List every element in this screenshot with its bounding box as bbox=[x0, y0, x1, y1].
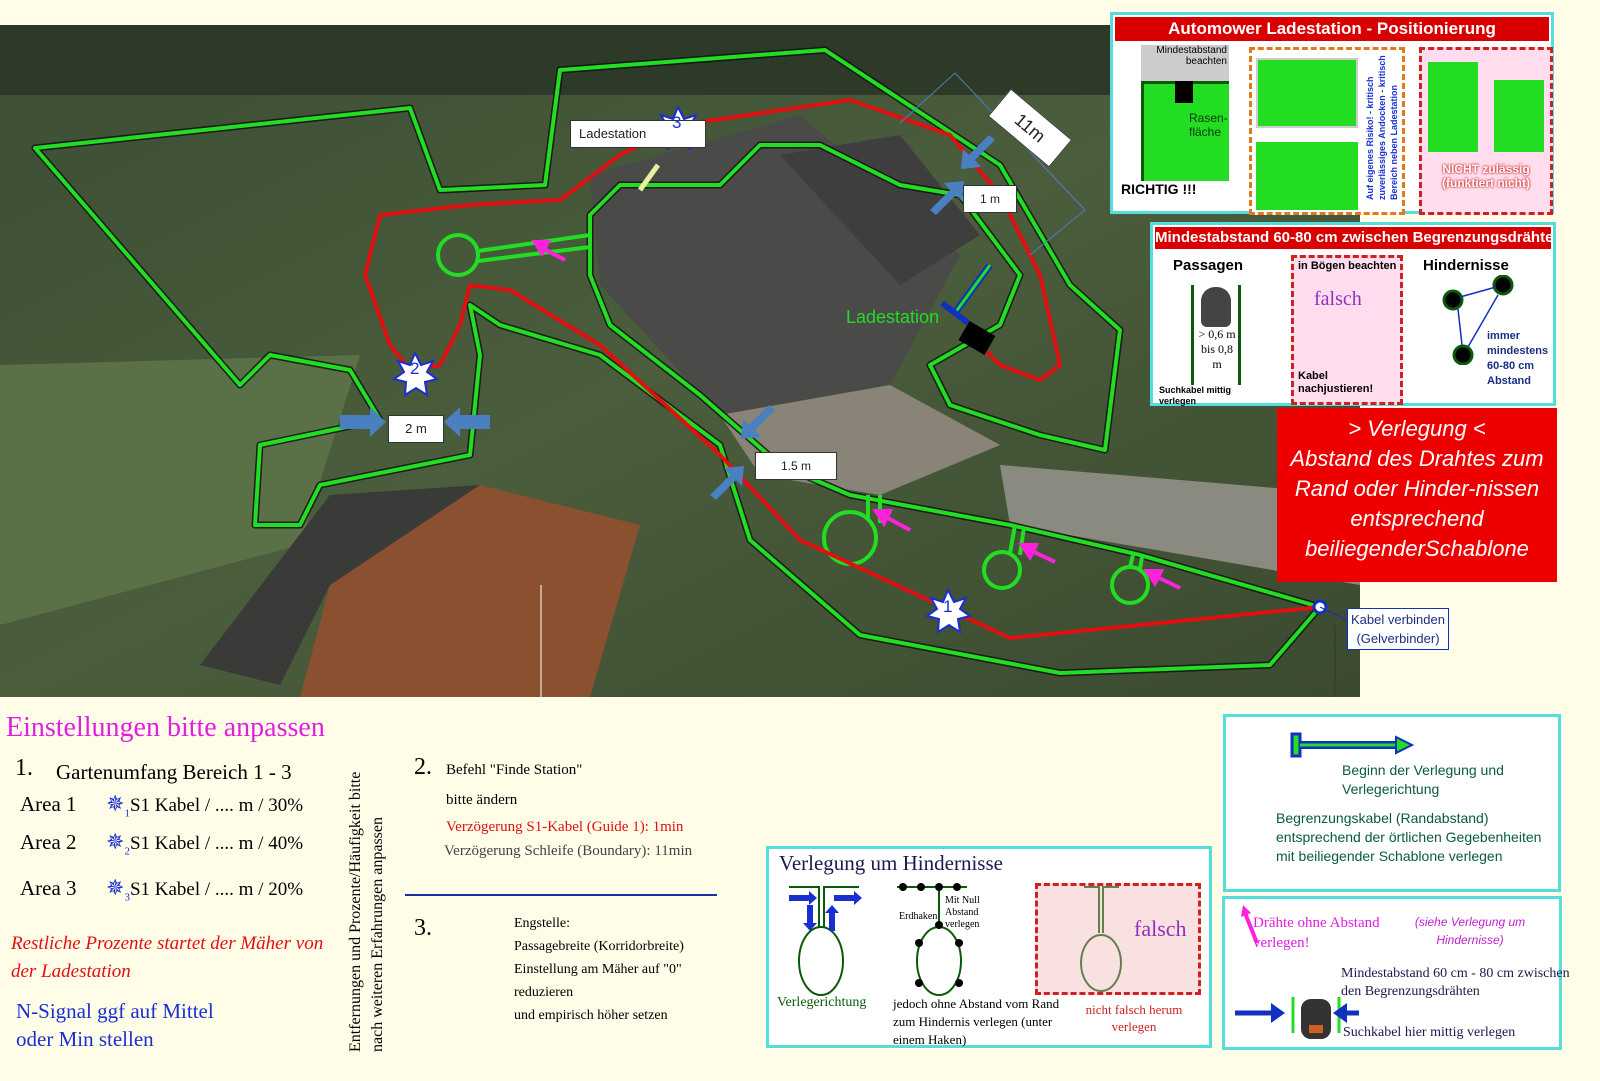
road bbox=[1000, 465, 1360, 585]
falsch-label: falsch bbox=[1134, 916, 1187, 941]
kabel-nachjustieren-label: Kabel nachjustieren! bbox=[1298, 370, 1374, 395]
nicht-zulaessig-label: NICHT zulässig (funktiert nicht) bbox=[1442, 162, 1530, 190]
jedoch-label: jedoch ohne Abstand vom Rand zum Hindern… bbox=[893, 996, 1060, 1047]
n-signal-note: N-Signal ggf auf Mittel oder Min stellen bbox=[16, 999, 214, 1051]
step2-title: Befehl "Finde Station" bbox=[446, 762, 583, 778]
distance-2m-label: 2 m bbox=[388, 415, 444, 443]
obstacle-laying-panel: Verlegung um Hindernisse Erdhaken Mit Nu… bbox=[766, 846, 1212, 1048]
begrenzung-label: Begrenzungskabel (Randabstand) entsprech… bbox=[1276, 810, 1542, 864]
draehte-label: Drähte ohne Abstand verlegen! bbox=[1253, 915, 1380, 951]
guide-wire bbox=[363, 98, 1321, 640]
divider bbox=[405, 894, 717, 896]
wrong-example: falsch bbox=[1035, 883, 1201, 995]
station-icon bbox=[1175, 81, 1193, 103]
obstacles-icon bbox=[1442, 275, 1514, 365]
kabel-verbinden-label: Kabel verbinden (Gelverbinder) bbox=[1347, 608, 1449, 650]
verlegerichtung-label: Verlegerichtung bbox=[777, 995, 867, 1010]
area-star-2-icon bbox=[391, 350, 440, 398]
verlegung-heading: > Verlegung < bbox=[1348, 416, 1486, 441]
star-icon: ✵3 bbox=[106, 874, 130, 904]
falsch-label: falsch bbox=[1314, 288, 1362, 310]
obstacle-diagrams bbox=[789, 883, 1122, 996]
mower-icon bbox=[1201, 287, 1231, 327]
ladestation-map-label: Ladestation bbox=[846, 307, 940, 327]
risk-text: Auf eigenes Risiko! - kritisch zuverläss… bbox=[1365, 55, 1399, 200]
magenta-arrows bbox=[531, 240, 1181, 590]
settings-title: Einstellungen bitte anpassen bbox=[6, 712, 325, 743]
step2-sub: bitte ändern bbox=[446, 792, 518, 808]
barn-roof bbox=[300, 485, 640, 697]
boundary-delay: Verzögerung Schleife (Boundary): 11min bbox=[444, 843, 693, 859]
area-star-1-icon bbox=[924, 587, 973, 635]
passage-distance: > 0,6 m bis 0,8 m bbox=[1198, 327, 1236, 371]
boegen-label: in Bögen beachten bbox=[1298, 260, 1397, 272]
suchkabel-label: Suchkabel mittig verlegen bbox=[1159, 385, 1232, 406]
rest-percent-note: Restliche Prozente startet der Mäher von… bbox=[11, 933, 324, 982]
start-direction-arrow-icon bbox=[940, 262, 993, 326]
obstacle-title: Verlegung um Hindernisse bbox=[779, 851, 1003, 875]
hindernisse-label: Hindernisse bbox=[1423, 257, 1509, 274]
area-row: Area 3✵3S1 Kabel / .... m / 20% bbox=[20, 874, 304, 904]
positioning-title: Automower Ladestation - Positionierung bbox=[1115, 17, 1549, 41]
step3-text: Engstelle:Passagebreite (Korridorbreite)… bbox=[514, 916, 684, 1023]
suchkabel-mittig-label: Suchkabel hier mittig verlegen bbox=[1343, 1025, 1516, 1040]
distance-1m-label: 1 m bbox=[963, 185, 1017, 213]
magenta-arrow-icon bbox=[1241, 905, 1259, 944]
yellow-marker bbox=[637, 163, 661, 192]
positioning-panel: Automower Ladestation - Positionierung M… bbox=[1110, 12, 1554, 215]
area-row: Area 2✵2S1 Kabel / .... m / 40% bbox=[20, 828, 304, 858]
start-arrow-icon bbox=[1290, 732, 1415, 758]
step1-title: Gartenumfang Bereich 1 - 3 bbox=[56, 760, 292, 784]
legend-wire-panel: Drähte ohne Abstand verlegen! (siehe Ver… bbox=[1222, 896, 1570, 1050]
charging-station-icon bbox=[958, 320, 996, 356]
ladestation-label: Ladestation bbox=[570, 120, 706, 148]
distance-1-5m-label: 1.5 m bbox=[755, 452, 837, 480]
min-distance-label: Mindestabstand beachten bbox=[1156, 45, 1227, 67]
beginn-label: Beginn der Verlegung und Verlegerichtung bbox=[1342, 762, 1504, 797]
mindest-label: Mindestabstand 60 cm - 80 cm zwischen de… bbox=[1341, 966, 1570, 999]
step3-number: 3. bbox=[414, 915, 432, 941]
min-distance-panel: Mindestabstand 60-80 cm zwischen Begrenz… bbox=[1150, 222, 1556, 406]
mower-passage-icon bbox=[1235, 997, 1359, 1039]
star-icon: ✵1 bbox=[106, 790, 130, 820]
field-left bbox=[0, 355, 360, 625]
distance-arrows bbox=[340, 135, 995, 500]
area-row: Area 1✵1S1 Kabel / .... m / 30% bbox=[20, 790, 304, 820]
mit-null-label: Mit Null Abstand verlegen bbox=[945, 895, 980, 930]
nicht-falsch-label: nicht falsch herum verlegen bbox=[1085, 1002, 1183, 1034]
star-3-number: 3 bbox=[672, 113, 682, 132]
area-list: Area 1✵1S1 Kabel / .... m / 30% Area 2✵2… bbox=[20, 792, 340, 916]
richtig-label: RICHTIG !!! bbox=[1121, 181, 1197, 197]
siehe-label: (siehe Verlegung um Hindernisse) bbox=[1414, 915, 1526, 947]
verlegung-note: > Verlegung < Abstand des Drahtes zum Ra… bbox=[1277, 408, 1557, 582]
vertical-note: Entfernungen und Prozente/Häufigkeit bit… bbox=[347, 771, 386, 1052]
legend-start-panel: Beginn der Verlegung und Verlegerichtung… bbox=[1223, 714, 1561, 892]
step2-number: 2. bbox=[414, 754, 432, 780]
passagen-label: Passagen bbox=[1173, 257, 1244, 274]
star-1-number: 1 bbox=[943, 597, 953, 616]
guide-delay: Verzögerung S1-Kabel (Guide 1): 1min bbox=[446, 819, 684, 835]
erdhaken-label: Erdhaken bbox=[899, 911, 938, 922]
min-distance-title: Mindestabstand 60-80 cm zwischen Begrenz… bbox=[1155, 227, 1551, 249]
step1-number: 1. bbox=[15, 755, 33, 781]
star-icon: ✵2 bbox=[106, 828, 130, 858]
immer-abstand-label: immer mindestens 60-80 cm Abstand bbox=[1487, 330, 1549, 387]
rasen-label: Rasen-fläche bbox=[1189, 111, 1228, 139]
verlegung-text: Abstand des Drahtes zum Rand oder Hinder… bbox=[1290, 446, 1544, 561]
star-2-number: 2 bbox=[410, 359, 420, 378]
